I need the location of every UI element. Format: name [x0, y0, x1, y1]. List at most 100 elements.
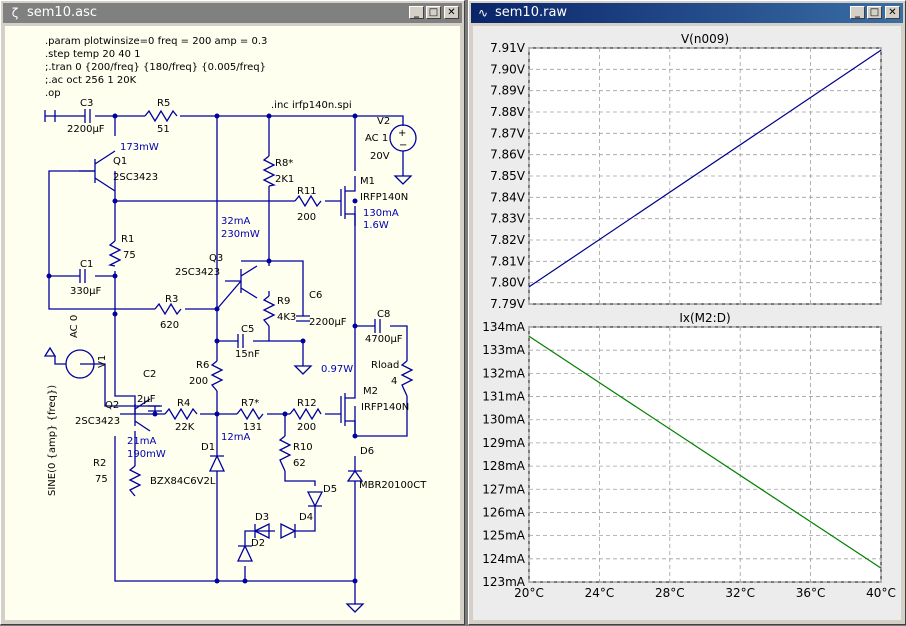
schematic-canvas[interactable]: .param plotwinsize=0 freq = 200 amp = 0.…	[5, 26, 460, 620]
plot-titlebar[interactable]: ∿ sem10.raw _ □ ✕	[471, 3, 903, 23]
junctions	[46, 113, 358, 584]
minus-sign: −	[399, 140, 407, 151]
value-R10: 62	[293, 458, 306, 469]
schematic-drawing: .param plotwinsize=0 freq = 200 amp = 0.…	[43, 36, 427, 613]
schematic-titlebar[interactable]: ζ sem10.asc _ □ ✕	[3, 3, 462, 23]
x-tick-label: 20°C	[514, 586, 544, 600]
value-C3: 2200µF	[67, 124, 105, 135]
current-Q2: 21mA	[127, 436, 156, 447]
source-V1: SINE(0 {amp} {freq})	[47, 385, 58, 496]
label-R6: R6	[196, 360, 209, 371]
label-R10: R10	[293, 442, 313, 453]
label-Q3: Q3	[209, 253, 223, 264]
y-tick-label: 7.85V	[490, 169, 526, 183]
x-tick-label: 32°C	[725, 586, 755, 600]
ground-icon	[293, 361, 313, 375]
directive-line: .step temp 20 40 1	[45, 49, 141, 60]
y-tick-label: 126mA	[482, 505, 526, 519]
value-R1: 75	[123, 250, 136, 261]
transistor-symbols	[79, 150, 356, 436]
y-tick-label: 123mA	[482, 575, 526, 589]
x-tick-label: 24°C	[585, 586, 615, 600]
value-C1: 330µF	[70, 286, 101, 297]
plus-sign: +	[398, 128, 406, 139]
x-tick-label: 36°C	[796, 586, 826, 600]
y-tick-label: 7.88V	[490, 105, 526, 119]
label-D1: D1	[201, 442, 215, 453]
label-D6: D6	[360, 446, 374, 457]
minimize-button[interactable]: _	[409, 6, 424, 19]
label-C3: C3	[80, 98, 93, 109]
close-button[interactable]: ✕	[444, 6, 459, 19]
value-C5: 15nF	[235, 349, 260, 360]
value-C6: 2200µF	[309, 317, 347, 328]
y-tick-label: 125mA	[482, 529, 526, 543]
label-V1: V1	[97, 355, 108, 368]
model-Q3: 2SC3423	[175, 267, 220, 278]
y-tick-label: 7.80V	[490, 276, 526, 290]
value-R7: 131	[243, 422, 262, 433]
directive-line: ;.tran 0 {200/freq} {180/freq} {0.005/fr…	[45, 62, 266, 73]
model-D1: BZX84C6V2L	[150, 476, 216, 487]
label-R7: R7*	[241, 398, 259, 409]
schematic-window[interactable]: ζ sem10.asc _ □ ✕ .param plotwinsize=0 f…	[0, 0, 465, 625]
value-R2: 75	[95, 474, 108, 485]
y-tick-label: 7.84V	[490, 190, 526, 204]
y-tick-label: 129mA	[482, 436, 526, 450]
label-C8: C8	[377, 309, 390, 320]
directive-line: .op	[45, 88, 61, 99]
component-labels: C3 2200µF R5 51 173mW Q1 2SC3423 R8* 2K1…	[47, 98, 427, 549]
include-directive: .inc irfp140n.spi	[271, 100, 352, 111]
value-R5: 51	[157, 124, 170, 135]
label-R1: R1	[121, 234, 134, 245]
model-M2: IRFP140N	[361, 402, 409, 413]
value-R6: 200	[189, 376, 208, 387]
ground-icon	[345, 601, 365, 613]
model-Q2: 2SC3423	[75, 416, 120, 427]
value-R8: 2K1	[275, 174, 294, 185]
model-D6: MBR20100CT	[359, 480, 427, 491]
pane-title: Ix(M2:D)	[679, 311, 730, 325]
label-M1: M1	[360, 176, 375, 187]
label-D5: D5	[323, 484, 337, 495]
y-tick-label: 7.82V	[490, 233, 526, 247]
label-R2: R2	[93, 458, 106, 469]
plot-area	[528, 326, 882, 583]
label-Rload: Rload	[371, 360, 399, 371]
y-tick-label: 132mA	[482, 366, 526, 380]
resistor-symbols	[108, 109, 414, 497]
maximize-button[interactable]: □	[867, 6, 882, 19]
label-Q1: Q1	[113, 156, 127, 167]
schematic-app-icon: ζ	[11, 6, 19, 20]
y-tick-label: 124mA	[482, 552, 526, 566]
capacitor-symbols	[79, 109, 381, 412]
close-button[interactable]: ✕	[885, 6, 900, 19]
maximize-button[interactable]: □	[426, 6, 441, 19]
power-Q1: 173mW	[120, 142, 159, 153]
waveform-plots: 7.79V7.80V7.81V7.82V7.83V7.84V7.85V7.86V…	[482, 32, 896, 600]
value-R4: 22K	[175, 422, 195, 433]
y-tick-label: 7.89V	[490, 84, 526, 98]
model-Q1: 2SC3423	[113, 172, 158, 183]
waveform-app-icon: ∿	[477, 6, 489, 20]
label-M2: M2	[363, 386, 378, 397]
y-tick-label: 7.90V	[490, 62, 526, 76]
minimize-button[interactable]: _	[850, 6, 865, 19]
value-V2: 20V	[370, 151, 390, 162]
value-R3: 620	[160, 320, 179, 331]
label-R8: R8*	[275, 158, 293, 169]
y-tick-label: 127mA	[482, 482, 526, 496]
pane-title: V(n009)	[681, 32, 729, 46]
schematic-title: sem10.asc	[27, 5, 97, 20]
y-tick-label: 130mA	[482, 413, 526, 427]
power-M2: 0.97W	[321, 364, 353, 375]
x-tick-label: 40°C	[866, 586, 896, 600]
value-C8: 4700µF	[365, 334, 403, 345]
y-tick-label: 131mA	[482, 390, 526, 404]
ground-icon	[43, 346, 66, 365]
ground-icon	[393, 171, 413, 185]
label-R4: R4	[177, 398, 190, 409]
power-M1: 1.6W	[363, 220, 389, 231]
